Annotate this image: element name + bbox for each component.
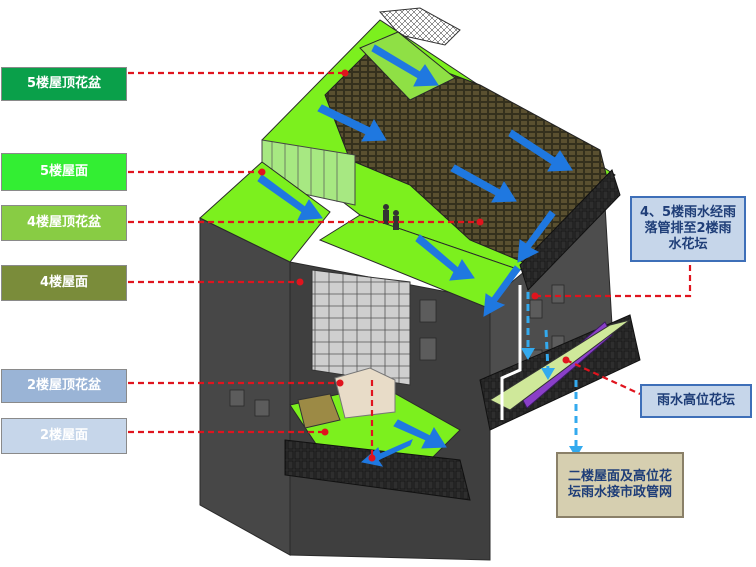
- downpipe-dashed-arrows: [526, 292, 578, 448]
- leader-endpoints: [258, 69, 570, 462]
- downpipe-outline: [500, 285, 522, 420]
- leader-high-planter: [565, 359, 641, 395]
- label-roof5: 5楼屋面: [1, 153, 127, 191]
- note-downpipe: 4、5楼雨水经雨落管排至2楼雨水花坛: [630, 196, 746, 262]
- people-figures: [383, 204, 399, 230]
- stair-core-glazing: [311, 269, 411, 386]
- label-roof4-planter: 4楼屋顶花盆: [1, 205, 127, 241]
- roof2-front-railing: [284, 439, 471, 501]
- label-roof2-planter: 2楼屋顶花盆: [1, 369, 127, 403]
- note-municipal: 二楼屋面及高位花坛雨水接市政管网: [556, 452, 684, 518]
- roof5-parapet-railing: [519, 169, 621, 291]
- rainwater-flow-arrows: [257, 44, 573, 467]
- roof4-green-surface-left: [199, 161, 331, 263]
- note-high-planter: 雨水高位花坛: [640, 384, 752, 418]
- leader-lines: [128, 71, 692, 458]
- label-roof5-planter: 5楼屋顶花盆: [1, 67, 127, 101]
- building-left-facade: [199, 217, 291, 556]
- label-roof2: 2楼屋面: [1, 418, 127, 454]
- label-roof4: 4楼屋面: [1, 265, 127, 301]
- leader-downpipe-note: [535, 264, 692, 298]
- roof2-pale-planter: [334, 367, 396, 419]
- roof2-olive-box: [297, 393, 341, 429]
